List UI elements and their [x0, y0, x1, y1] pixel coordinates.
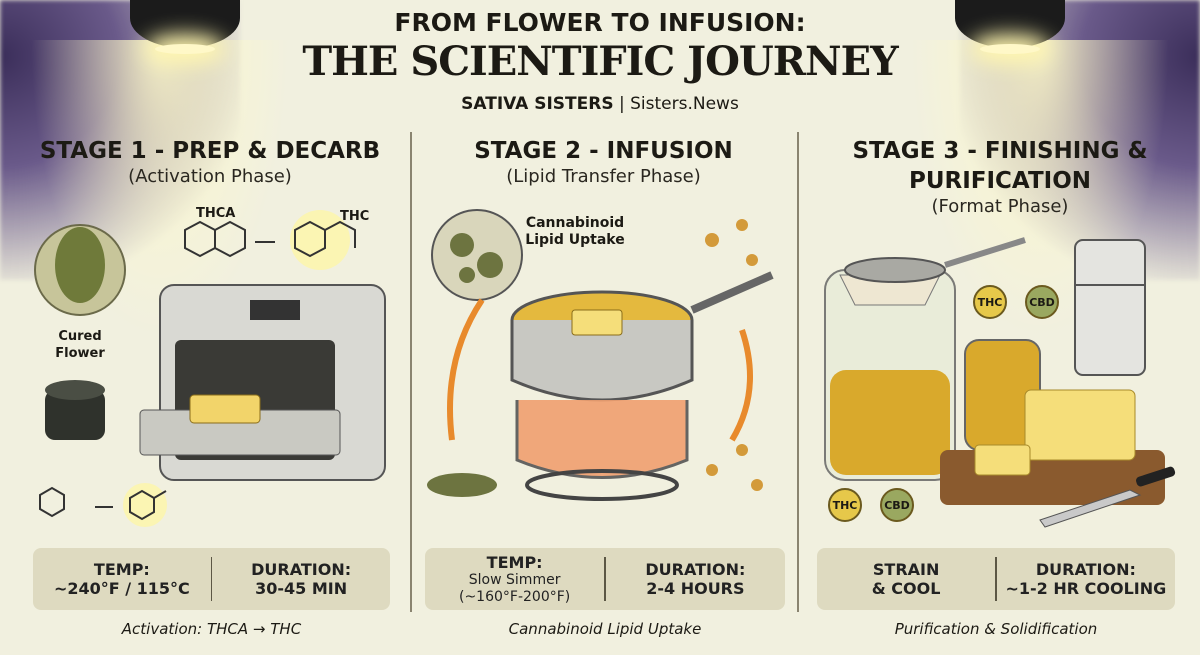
- duration-value: 30-45 MIN: [255, 579, 348, 598]
- info-separator: [604, 557, 606, 601]
- page-title: THE SCIENTIFIC JOURNEY: [302, 38, 898, 85]
- title-line-1: FROM FLOWER TO INFUSION:: [394, 8, 806, 37]
- thc-badge: THC: [973, 285, 1007, 319]
- stage-3-info-box: STRAIN& COOL DURATION:~1-2 HR COOLING: [817, 548, 1175, 610]
- site-link: Sisters.News: [630, 94, 739, 114]
- cbd-badge: CBD: [1025, 285, 1059, 319]
- stage-1-subtitle: (Activation Phase): [128, 166, 292, 187]
- ground-herb-icon: [427, 473, 497, 497]
- strain-title: STRAIN: [872, 560, 940, 579]
- double-boiler-pot-icon: [510, 271, 774, 479]
- stage-2-info-box: TEMP:Slow Simmer(~160°F-200°F) DURATION:…: [425, 548, 785, 610]
- byline: SATIVA SISTERS | Sisters.News: [0, 94, 1200, 114]
- lamp-right-icon: [955, 0, 1065, 54]
- refrigerator-icon: [1074, 239, 1146, 376]
- duration-value: 2-4 HOURS: [646, 579, 745, 598]
- cannabis-bud-icon: [34, 224, 126, 316]
- oven-icon: [139, 284, 386, 481]
- knife-icon: [1039, 466, 1176, 528]
- stage-1-illustration: [34, 210, 386, 527]
- molecule-icon: [705, 219, 763, 491]
- stage-1-info-box: TEMP:~240°F / 115°C DURATION:30-45 MIN: [33, 548, 390, 610]
- petri-dish-icon: [431, 209, 523, 301]
- thca-label: THCA: [196, 206, 236, 221]
- column-divider: [410, 132, 412, 612]
- stage-3-header: STAGE 3 - FINISHING & PURIFICATION (Form…: [800, 136, 1200, 217]
- strainer-icon: [844, 237, 1026, 283]
- circulation-arrows-icon: [447, 298, 753, 442]
- stage-2-subtitle: (Lipid Transfer Phase): [506, 166, 701, 187]
- byline-separator: |: [619, 94, 625, 114]
- duration-title: DURATION:: [251, 560, 352, 579]
- cured-flower-label: Cured Flower: [55, 329, 105, 361]
- lipid-uptake-label: Cannabinoid Lipid Uptake: [525, 215, 625, 248]
- stage-2-header: STAGE 2 - INFUSION (Lipid Transfer Phase…: [412, 136, 795, 187]
- info-separator: [995, 557, 997, 601]
- column-divider: [797, 132, 799, 612]
- thc-badge: THC: [828, 488, 862, 522]
- mason-jar-icon: [824, 269, 956, 481]
- stage-3-illustration: [824, 237, 1176, 528]
- stage-1-caption: Activation: THCA → THC: [121, 620, 302, 638]
- cbd-badge: CBD: [880, 488, 914, 522]
- stage-3-title: STAGE 3 - FINISHING & PURIFICATION: [852, 138, 1148, 194]
- temp-title: TEMP:: [486, 552, 543, 572]
- stage-3-subtitle: (Format Phase): [931, 196, 1069, 217]
- temp-value: Slow Simmer: [468, 571, 561, 588]
- stage-1-header: STAGE 1 - PREP & DECARB (Activation Phas…: [15, 136, 405, 187]
- stove-burner-icon: [525, 469, 679, 501]
- temp-range: (~160°F-200°F): [458, 588, 571, 605]
- temp-title: TEMP:: [93, 560, 150, 579]
- duration-value: ~1-2 HR COOLING: [1005, 579, 1167, 598]
- temp-value: ~240°F / 115°C: [53, 579, 190, 598]
- stage-2-caption: Cannabinoid Lipid Uptake: [508, 620, 702, 638]
- stage-2-illustration: [427, 209, 774, 501]
- molecule-small-icon: [39, 483, 167, 527]
- strain-value: & COOL: [871, 579, 941, 598]
- duration-title: DURATION:: [645, 560, 746, 579]
- grinder-icon: [45, 380, 105, 440]
- info-separator: [210, 557, 213, 601]
- lamp-left-icon: [130, 0, 240, 54]
- thc-molecule-icon: [290, 210, 356, 270]
- duration-title: DURATION:: [1035, 560, 1136, 579]
- cutting-board-icon: [940, 389, 1165, 505]
- stage-2-title: STAGE 2 - INFUSION: [474, 138, 733, 164]
- thca-molecule-icon: [184, 220, 246, 258]
- stage-3-caption: Purification & Solidification: [894, 620, 1098, 638]
- brand: SATIVA SISTERS: [461, 94, 614, 114]
- stage-1-title: STAGE 1 - PREP & DECARB: [39, 138, 381, 164]
- thc-label: THC: [340, 209, 370, 224]
